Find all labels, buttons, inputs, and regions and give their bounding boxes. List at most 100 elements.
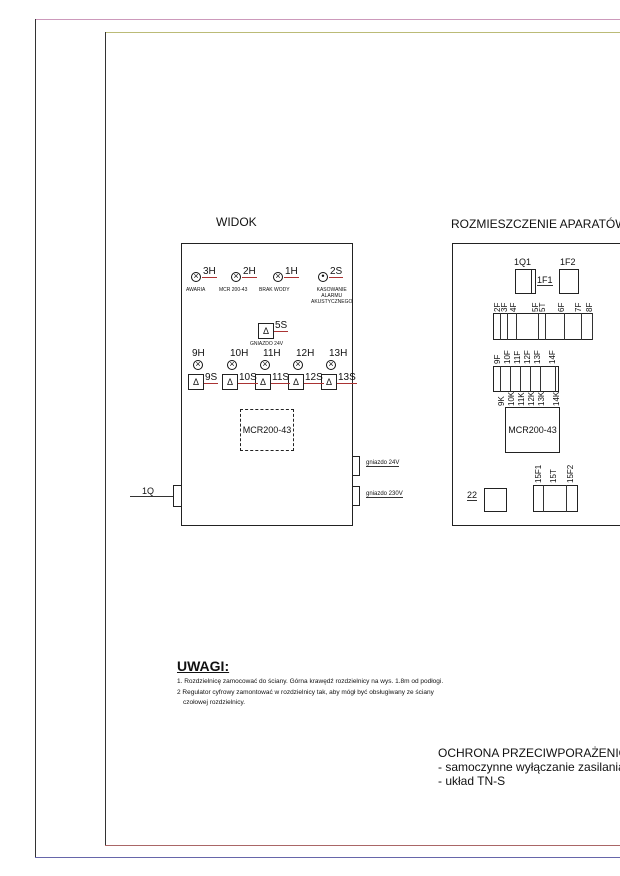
cabinet-layout xyxy=(452,243,620,526)
cabinet-front xyxy=(181,243,353,526)
reset-label-line: KASOWANIE xyxy=(316,287,347,293)
lamp-id: 9H xyxy=(192,348,205,359)
layout-title: ROZMIESZCZENIE APARATÓW xyxy=(451,217,620,231)
device-label: 13F xyxy=(533,350,542,364)
lamp-icon: × xyxy=(193,360,203,370)
lamp-icon: × xyxy=(227,360,237,370)
divider xyxy=(500,313,501,340)
device-label: 11K xyxy=(517,392,526,406)
device-label: 15T xyxy=(549,469,558,483)
divider xyxy=(581,313,582,340)
device-label: 11F xyxy=(513,350,522,364)
divider xyxy=(538,313,539,340)
device-label: 6F xyxy=(557,302,566,312)
controller-label: MCR200-43 xyxy=(508,425,557,435)
note-item: 2 Regulator cyfrowy zamontować w rozdzie… xyxy=(177,689,434,696)
divider xyxy=(516,313,517,340)
reset-button-icon: • xyxy=(318,272,328,282)
device-strip xyxy=(493,313,593,340)
lamp-id: 12H xyxy=(296,348,315,359)
lamp-icon: × xyxy=(231,272,241,282)
switch-id: 9S xyxy=(204,372,219,384)
lamp-icon: × xyxy=(293,360,303,370)
device-label: 14F xyxy=(548,350,557,364)
device-label: 4F xyxy=(509,302,518,312)
device-label: 12K xyxy=(527,391,536,406)
socket-24v-icon: Δ xyxy=(258,323,274,339)
device-label: 10K xyxy=(507,391,516,406)
switch-icon: Δ xyxy=(255,374,271,390)
lamp-icon: × xyxy=(326,360,336,370)
switch-id: 13S xyxy=(337,372,357,384)
switch-icon: Δ xyxy=(188,374,204,390)
main-switch-label: 1Q xyxy=(142,486,155,496)
switch-icon: Δ xyxy=(222,374,238,390)
breaker-1f2-label: 1F2 xyxy=(560,257,576,267)
breaker-1f2 xyxy=(559,269,579,294)
socket-230v-side xyxy=(352,486,360,506)
bottom-devices xyxy=(533,485,578,512)
divider xyxy=(530,366,531,392)
divider xyxy=(507,313,508,340)
divider xyxy=(510,366,511,392)
controller-front: MCR200-43 xyxy=(240,409,294,451)
breaker-1f1-label: 1F1 xyxy=(537,275,553,286)
switch-id: 11S xyxy=(271,372,291,384)
controller-layout: MCR200-43 xyxy=(505,407,560,453)
reset-id: 2S xyxy=(329,266,344,278)
device-label: 10F xyxy=(503,350,512,364)
frame-top xyxy=(35,19,620,20)
device-label: 12F xyxy=(523,350,532,364)
divider xyxy=(545,313,546,340)
notes-title: UWAGI: xyxy=(177,658,230,674)
reset-label-line: ALARMU xyxy=(321,293,343,299)
lamp-id: 1H xyxy=(284,266,299,278)
divider xyxy=(540,366,541,392)
device-label: 7F xyxy=(574,302,583,312)
terminal-22 xyxy=(484,488,507,512)
device-label: 3F xyxy=(500,302,509,312)
terminal-22-label: 22 xyxy=(467,490,478,501)
socket-id: 5S xyxy=(274,320,289,332)
main-switch-line xyxy=(130,496,173,497)
inner-frame-left xyxy=(105,32,106,845)
reset-label: KASOWANIE ALARMU AKUSTYCZNEGO xyxy=(311,287,352,305)
frame-left xyxy=(35,19,36,857)
lamp-label: MCR 200-43 xyxy=(219,287,248,293)
device-label: 15F1 xyxy=(534,464,543,483)
switch-icon: Δ xyxy=(288,374,304,390)
note-item: czołowej rozdzielnicy. xyxy=(183,699,246,706)
inner-frame-top xyxy=(105,32,620,33)
switch-icon: Δ xyxy=(321,374,337,390)
divider xyxy=(500,366,501,392)
lamp-label: AWARIA xyxy=(186,287,206,293)
socket-label: GNIAZDO 24V xyxy=(250,341,284,347)
socket-24v-label: gniazdo 24V xyxy=(366,460,400,467)
lamp-id: 3H xyxy=(202,266,217,278)
main-switch-side xyxy=(173,485,182,507)
inner-frame-bottom xyxy=(105,845,620,846)
note-item: 1. Rozdzielnicę zamocować do ściany. Gór… xyxy=(177,678,444,685)
reset-label-line: AKUSTYCZNEGO xyxy=(311,299,353,305)
socket-24v-side xyxy=(352,456,360,476)
switch-id: 10S xyxy=(238,372,258,384)
lamp-id: 13H xyxy=(329,348,348,359)
device-strip xyxy=(493,366,559,392)
view-title: WIDOK xyxy=(216,215,257,229)
lamp-id: 2H xyxy=(242,266,257,278)
lamp-icon: × xyxy=(260,360,270,370)
divider xyxy=(564,313,565,340)
device-label: 14K xyxy=(552,391,561,406)
frame-bottom xyxy=(35,857,620,858)
protection-item: - układ TN-S xyxy=(438,774,506,788)
device-label: 15F2 xyxy=(566,464,575,483)
switch-id: 12S xyxy=(304,372,324,384)
breaker-1f1 xyxy=(531,269,536,294)
socket-230v-label: gniazdo 230V xyxy=(366,491,403,498)
device-label: 13K xyxy=(537,391,546,406)
divider xyxy=(555,366,556,392)
divider xyxy=(543,485,544,512)
lamp-label: BRAK WODY xyxy=(259,287,290,293)
